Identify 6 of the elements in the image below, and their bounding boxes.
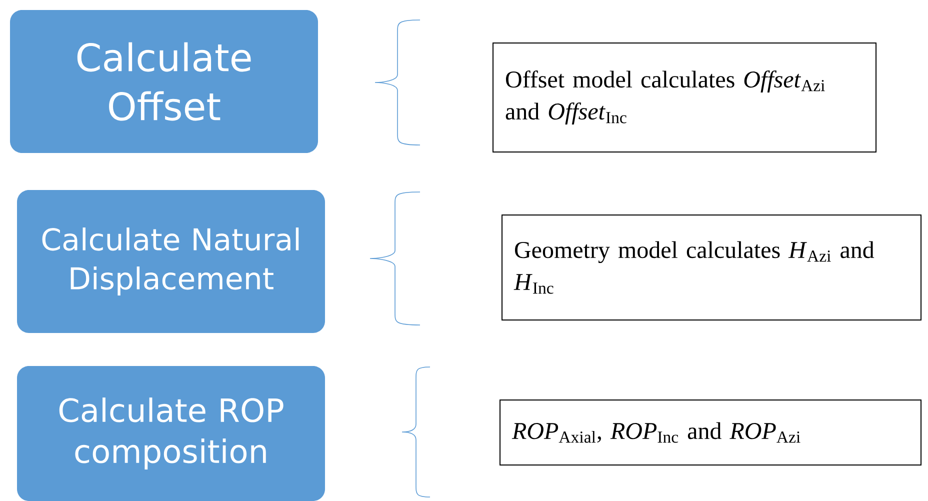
step-box: Calculate ROP composition [17,366,325,501]
description-box: Offset model calculates Offset$_{Azi}$ and Offset$_{Inc}$ [492,42,876,152]
step-box: Calculate Offset [10,10,318,153]
description-box: Geometry model calculates H$_{Azi}$ and H$_{Inc}$ [502,214,922,320]
description-box: ROP$_{Axial}$, ROP$_{Inc}$ and ROP$_{Azi}$ [500,400,922,466]
step-box: Calculate Natural Displacement [17,190,325,333]
